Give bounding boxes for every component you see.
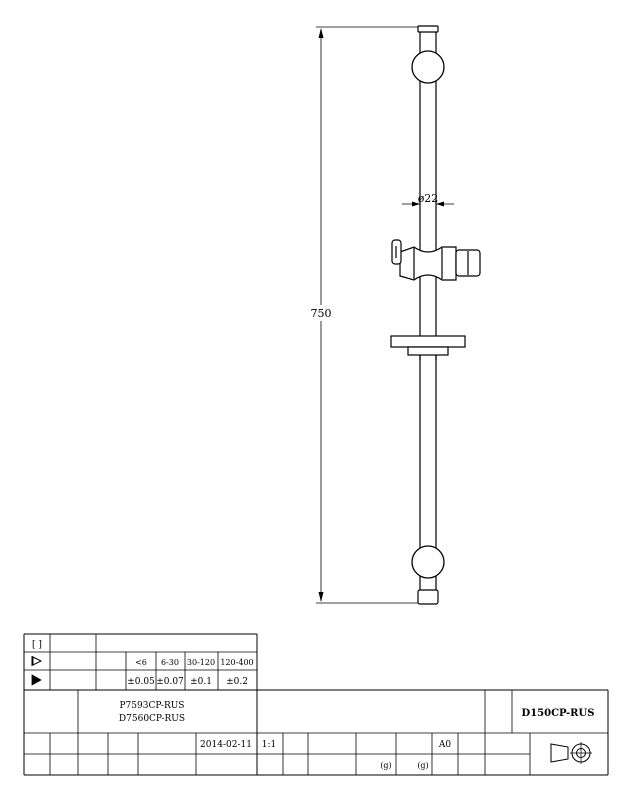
rail-top-cap (417, 25, 439, 33)
bottom-wall-bracket (411, 545, 445, 579)
rail-bar (417, 25, 439, 605)
tolerance-value-2: ±0.07 (156, 677, 184, 687)
arrow-right-outline-icon (32, 656, 43, 666)
tolerance-value-4: ±0.2 (226, 677, 248, 687)
dim-arrow-bottom (318, 592, 324, 602)
drawing-scale: 1:1 (262, 740, 276, 750)
dim-arrow-top (318, 28, 324, 38)
row1-label: [ ] (32, 640, 42, 650)
tolerance-range-4: 120-400 (220, 658, 253, 667)
unit-g-2: (g) (417, 761, 428, 770)
tolerance-range-3: 30-120 (187, 658, 215, 667)
diameter-dimension-label: ø22 (418, 192, 439, 205)
part-ref-1: P7593CP-RUS (120, 701, 185, 711)
soap-dish (390, 335, 466, 360)
drawing-date: 2014-02-11 (200, 740, 252, 750)
top-wall-bracket (411, 50, 445, 84)
diameter-dimension (402, 196, 454, 212)
title-block (23, 633, 609, 776)
projection-symbol-icon (550, 742, 592, 764)
slider-holder (391, 239, 481, 281)
height-dimension-label: 750 (311, 307, 332, 320)
tolerance-range-1: <6 (135, 658, 147, 667)
tolerance-value-1: ±0.05 (127, 677, 155, 687)
unit-g-1: (g) (380, 761, 391, 770)
model-number: D150CP-RUS (522, 708, 595, 719)
sheet-size: A0 (438, 740, 451, 750)
arrow-right-solid-icon (31, 674, 42, 686)
tolerance-range-2: 6-30 (161, 658, 179, 667)
rail-bottom-cap (417, 589, 439, 605)
part-ref-2: D7560CP-RUS (119, 714, 185, 724)
tolerance-value-3: ±0.1 (190, 677, 212, 687)
